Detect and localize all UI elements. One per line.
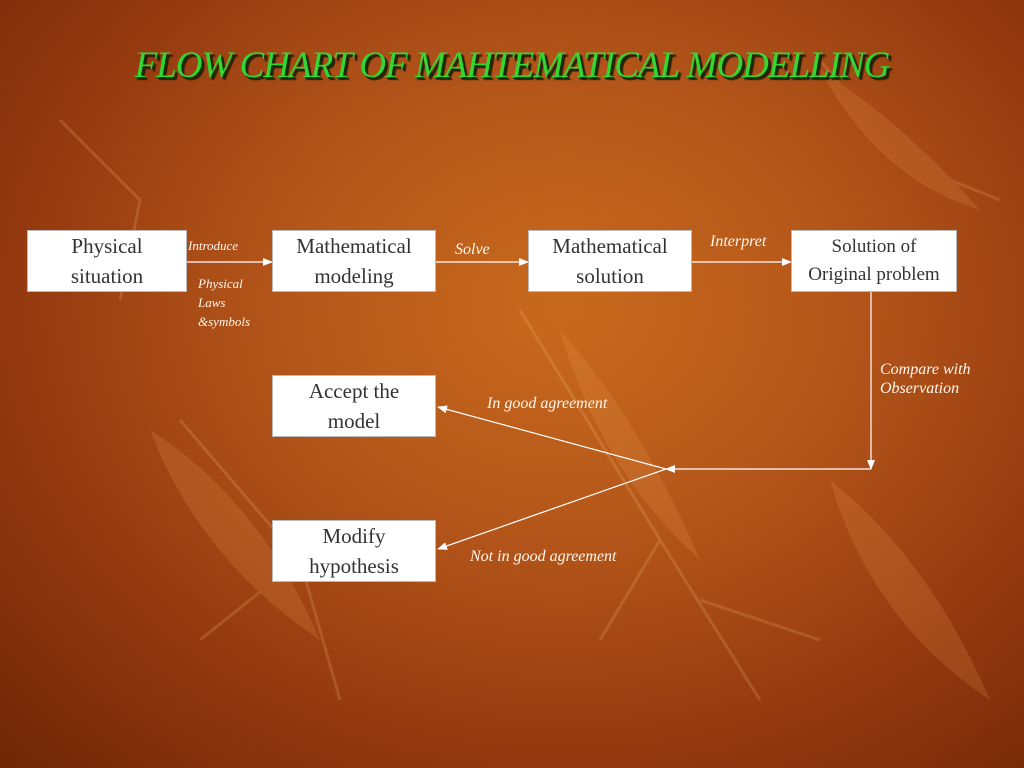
label-not-good-agreement: Not in good agreement [470, 548, 617, 565]
label-physical-laws: Physical Laws &symbols [198, 276, 250, 329]
node-accept-model: Accept the model [272, 375, 436, 437]
node-modify-hypothesis: Modify hypothesis [272, 520, 436, 582]
label-compare: Compare with Observation [880, 361, 971, 397]
node-modify-hypothesis-label: Modify hypothesis [309, 524, 399, 578]
label-solve: Solve [455, 241, 490, 258]
node-mathematical-modeling: Mathematical modeling [272, 230, 436, 292]
node-solution-original-problem: Solution of Original problem [791, 230, 957, 292]
node-solution-original-problem-label: Solution of Original problem [808, 236, 940, 285]
node-physical-situation-label: Physical situation [70, 234, 144, 288]
node-mathematical-solution: Mathematical solution [528, 230, 692, 292]
page-title: FLOW CHART OF MAHTEMATICAL MODELLING [134, 45, 891, 86]
arrow-not-good-agreement [437, 468, 667, 550]
label-interpret: Interpret [710, 233, 767, 250]
node-mathematical-solution-label: Mathematical solution [552, 234, 668, 288]
arrow-good-agreement [437, 405, 667, 470]
node-accept-model-label: Accept the model [308, 379, 400, 433]
label-introduce: Introduce [188, 238, 239, 253]
label-good-agreement: In good agreement [487, 395, 608, 412]
node-physical-situation: Physical situation [27, 230, 187, 292]
node-mathematical-modeling-label: Mathematical modeling [296, 234, 412, 288]
